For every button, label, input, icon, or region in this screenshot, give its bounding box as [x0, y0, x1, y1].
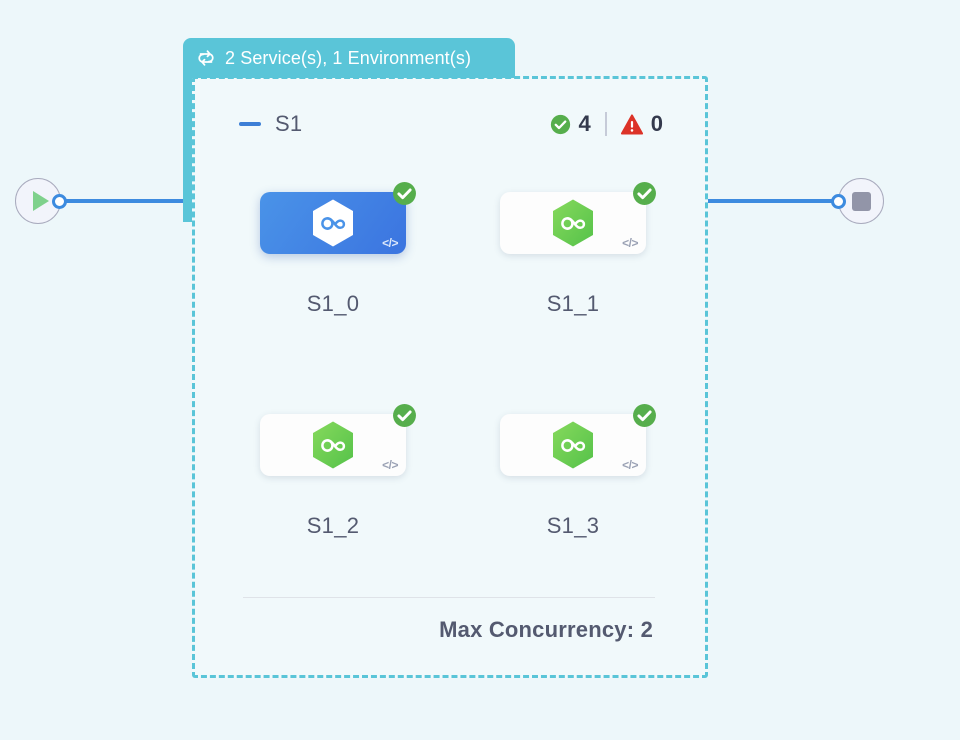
hexagon-loop-icon [553, 421, 593, 469]
status-divider [604, 112, 607, 136]
hexagon-loop-icon [553, 199, 593, 247]
group-status-summary: 4 0 [550, 111, 663, 137]
start-node-output-port[interactable] [52, 194, 67, 209]
group-toolbar: S1 4 0 [195, 107, 705, 141]
service-group-container[interactable]: S1 4 0 [192, 76, 708, 678]
group-header[interactable]: 2 Service(s), 1 Environment(s) [183, 38, 515, 78]
status-warning-chip: 0 [620, 111, 663, 137]
hexagon-loop-icon [313, 199, 353, 247]
play-icon [32, 191, 49, 211]
stop-icon [851, 191, 871, 211]
service-node-label-s1-2: S1_2 [306, 513, 360, 538]
check-circle-icon [393, 182, 416, 205]
code-icon: </> [622, 458, 638, 472]
group-header-edge-bar [183, 74, 192, 222]
group-name-label: S1 [275, 111, 303, 136]
hexagon-loop-icon [313, 421, 353, 469]
group-collapse-toggle[interactable]: S1 [239, 111, 302, 137]
status-ok-chip: 4 [550, 111, 591, 137]
check-circle-icon [550, 114, 570, 134]
end-node-input-port[interactable] [831, 194, 846, 209]
group-header-title: 2 Service(s), 1 Environment(s) [225, 47, 472, 68]
status-ok-count: 4 [578, 111, 591, 136]
check-circle-icon [633, 404, 656, 427]
service-node-label-s1-3: S1_3 [546, 513, 600, 538]
code-icon: </> [622, 236, 638, 250]
loop-icon [198, 50, 214, 66]
edge-group-to-end[interactable] [706, 199, 840, 203]
service-node-s1-0[interactable]: </> [260, 182, 416, 254]
code-icon: </> [382, 236, 398, 250]
max-concurrency-label: Max Concurrency: 2 [439, 617, 653, 642]
check-circle-icon [633, 182, 656, 205]
service-node-label-s1-1: S1_1 [546, 291, 600, 316]
minus-icon [239, 122, 261, 126]
status-warning-count: 0 [650, 111, 663, 136]
code-icon: </> [382, 458, 398, 472]
service-node-s1-3[interactable]: </> [500, 404, 656, 476]
service-node-label-s1-0: S1_0 [306, 291, 360, 316]
warning-triangle-icon [620, 113, 643, 135]
service-node-s1-2[interactable]: </> [260, 404, 416, 476]
service-node-s1-1[interactable]: </> [500, 182, 656, 254]
group-footer-divider [243, 597, 655, 598]
edge-start-to-group[interactable] [60, 199, 192, 203]
check-circle-icon [393, 404, 416, 427]
